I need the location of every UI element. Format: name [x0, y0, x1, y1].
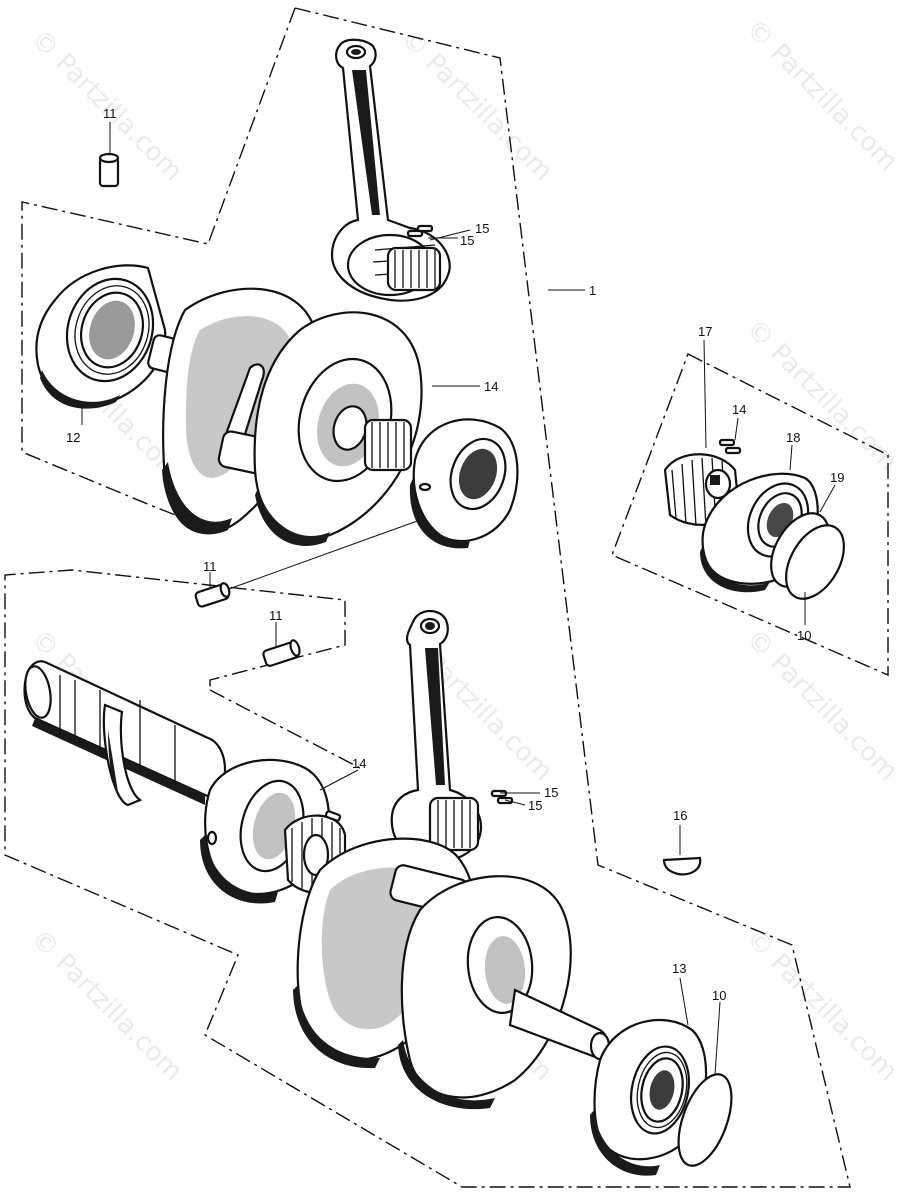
callout-16: 16: [673, 808, 687, 823]
left-crankshaft-stub: [23, 660, 227, 807]
watermark-top-center: © Partzilla.com: [395, 24, 558, 187]
upper-rod-pins: [406, 224, 434, 238]
lower-crankshaft: [293, 837, 611, 1110]
callout-17: 17: [698, 324, 712, 339]
upper-right-bearing: [409, 418, 519, 549]
callout-10-lower: 10: [712, 988, 726, 1003]
upper-crank-assembly-outline: [4, 7, 851, 1188]
callout-1: 1: [589, 283, 596, 298]
callout-15-upper-a: 15: [475, 221, 489, 236]
callout-15-lower-b: 15: [528, 798, 542, 813]
callout-13: 13: [672, 961, 686, 976]
callout-10-inset: 10: [797, 628, 811, 643]
callout-11-middle: 11: [203, 559, 217, 574]
assembly-outlines: [4, 7, 889, 1188]
callout-11-lower: 11: [269, 608, 283, 623]
callout-11-top: 11: [103, 106, 117, 121]
callout-18: 18: [786, 430, 800, 445]
watermark-bottom-right: © Partzilla.com: [740, 924, 903, 1087]
lower-key-pin: [324, 810, 342, 822]
lower-crank-boundary: [209, 689, 361, 769]
inset-bearing-group-outline: [611, 353, 889, 677]
callout-19: 19: [830, 470, 844, 485]
callout-labels: 1 11 12 15 15 14 11 11 14 15 15 16 13 10…: [66, 106, 844, 1003]
inset-snap-rings: [770, 512, 845, 600]
lower-connecting-rod: [390, 609, 483, 863]
callout-14-upper: 14: [484, 379, 498, 394]
lower-snap-ring: [677, 1073, 733, 1167]
left-main-bearing: [35, 264, 167, 409]
lower-right-bearing: [590, 1018, 708, 1176]
dowel-pin-lower: [262, 639, 301, 667]
callout-15-lower-a: 15: [544, 785, 558, 800]
watermark-top-right: © Partzilla.com: [740, 14, 903, 177]
watermark-lower-right: © Partzilla.com: [740, 624, 903, 787]
callout-14-inset: 14: [732, 402, 746, 417]
dowel-pin-top: [98, 152, 120, 188]
upper-crank-left-outline: [21, 7, 296, 521]
callout-14-lower: 14: [352, 756, 366, 771]
watermark-bottom-left: © Partzilla.com: [25, 924, 188, 1087]
upper-crankshaft: [147, 287, 423, 546]
dowel-pin-middle: [194, 582, 231, 608]
callout-12: 12: [66, 430, 80, 445]
inset-pins: [718, 438, 742, 455]
callout-15-upper-b: 15: [460, 233, 474, 248]
leader-lines: [81, 122, 836, 1076]
watermark-mid-right: © Partzilla.com: [740, 314, 903, 477]
pin-leader-line: [225, 519, 421, 591]
woodruff-key: [662, 856, 702, 876]
